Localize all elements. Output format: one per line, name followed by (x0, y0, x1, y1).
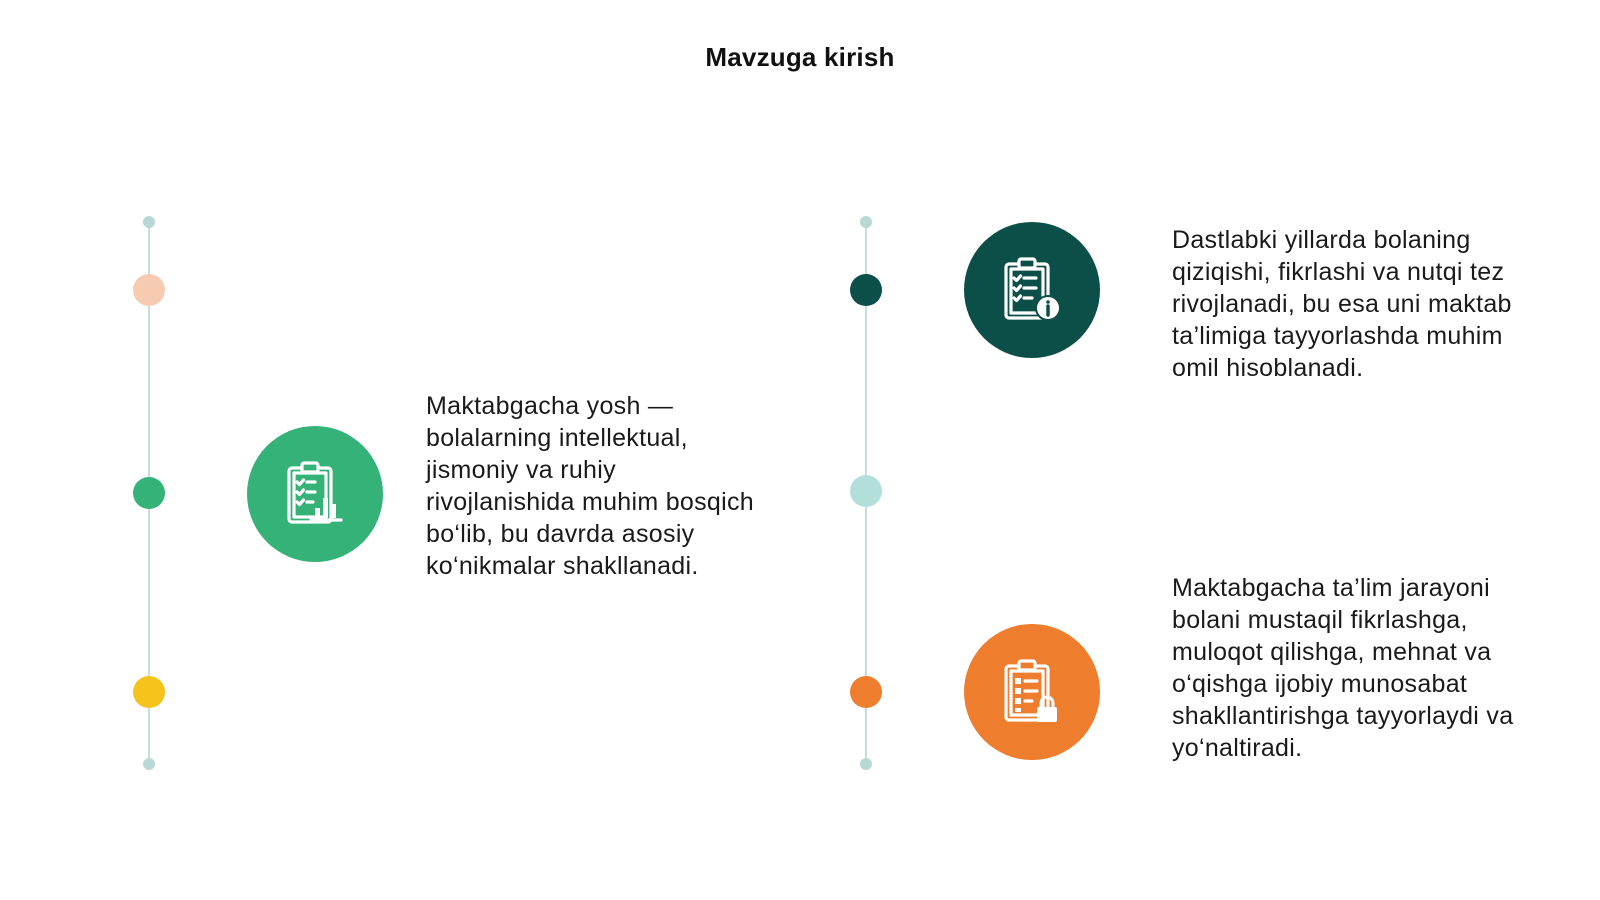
timeline-line (865, 222, 867, 762)
timeline-end-dot (860, 216, 872, 228)
timeline-end-dot (143, 758, 155, 770)
timeline-line (148, 222, 150, 762)
item-text: Dastlabki yillarda bolaning qiziqishi, f… (1172, 226, 1512, 382)
clipboard-chart-icon (247, 426, 383, 562)
clipboard-info-icon (964, 222, 1100, 358)
clipboard-lock-icon (964, 624, 1100, 760)
timeline-marker-peach (133, 274, 165, 306)
timeline-marker-yellow (133, 676, 165, 708)
timeline-marker-orange (850, 676, 882, 708)
timeline-end-dot (860, 758, 872, 770)
timeline-end-dot (143, 216, 155, 228)
timeline-marker-dark-teal (850, 274, 882, 306)
timeline-marker-green (133, 477, 165, 509)
timeline-marker-mint (850, 475, 882, 507)
page-title: Mavzuga kirish (705, 42, 895, 72)
item-text: Maktabgacha yosh — bolalarning intellekt… (426, 392, 754, 580)
item-text: Maktabgacha ta’lim jarayoni bolani musta… (1172, 574, 1514, 762)
